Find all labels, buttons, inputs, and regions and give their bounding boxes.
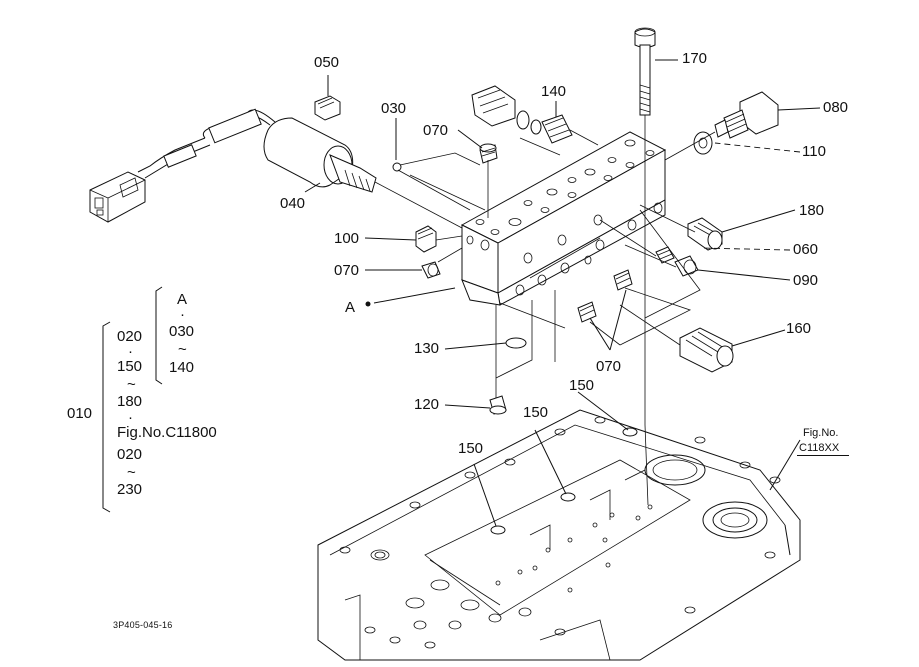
o-ring-icon bbox=[693, 131, 713, 155]
part-label-060: 060 bbox=[793, 241, 819, 258]
part-label-130: 130 bbox=[414, 340, 440, 357]
plug-icon bbox=[415, 225, 441, 279]
fig-ref-underline bbox=[797, 455, 849, 456]
part-label-120: 120 bbox=[414, 396, 440, 413]
drawing-code: 3P405-045-16 bbox=[113, 620, 173, 630]
transmission-case-icon bbox=[317, 409, 801, 661]
part-label-100: 100 bbox=[334, 230, 360, 247]
part-label-050: 050 bbox=[314, 54, 340, 71]
plug-icon bbox=[314, 95, 341, 121]
legend-item: 180 bbox=[117, 393, 143, 410]
part-label-160: 160 bbox=[786, 320, 812, 337]
legend-item: ~ bbox=[127, 464, 136, 481]
part-label-080: 080 bbox=[823, 99, 849, 116]
part-label-170: 170 bbox=[682, 50, 708, 67]
legend-item: 020 bbox=[117, 328, 143, 345]
solenoid-valve-icon bbox=[137, 108, 377, 193]
legend-item: 150 bbox=[117, 358, 143, 375]
legend-item: ~ bbox=[127, 376, 136, 393]
part-label-070-bottom: 070 bbox=[596, 358, 622, 375]
fig-ref-line1: Fig.No. bbox=[803, 427, 839, 439]
plug-icon bbox=[479, 143, 498, 164]
connector-plug-icon bbox=[89, 171, 146, 223]
legend-sub-item: ~ bbox=[178, 341, 187, 358]
valve-body-icon bbox=[460, 131, 667, 306]
part-label-110: 110 bbox=[802, 143, 826, 160]
pressure-switch-icon bbox=[714, 91, 779, 139]
plug-icon bbox=[577, 269, 633, 323]
bolt-icon bbox=[634, 27, 656, 116]
part-label-140: 140 bbox=[541, 83, 567, 100]
part-label-040: 040 bbox=[280, 195, 306, 212]
o-ring-icon bbox=[490, 427, 638, 535]
fig-ref-line2: C118XX bbox=[799, 442, 840, 454]
legend-item: · bbox=[128, 343, 133, 360]
legend-sub-item: 140 bbox=[169, 359, 195, 376]
pressure-switch-icon bbox=[687, 217, 723, 251]
legend-sub-item: 030 bbox=[169, 323, 195, 340]
part-label-A: A bbox=[345, 299, 356, 316]
part-label-150-b: 150 bbox=[523, 404, 549, 421]
part-label-180: 180 bbox=[799, 202, 825, 219]
part-label-030: 030 bbox=[381, 100, 407, 117]
part-label-150-a: 150 bbox=[569, 377, 595, 394]
part-label-070-top: 070 bbox=[423, 122, 449, 139]
o-ring-icon bbox=[505, 337, 527, 349]
leader-lines bbox=[304, 59, 821, 527]
assembly-guide-lines bbox=[374, 115, 716, 506]
pressure-switch-icon bbox=[679, 327, 734, 373]
group-brackets bbox=[102, 286, 163, 513]
legend-item: Fig.No.C11800 bbox=[117, 424, 217, 441]
legend-sub-item: A bbox=[177, 291, 188, 308]
part-label-150-c: 150 bbox=[458, 440, 484, 457]
legend-item: 020 bbox=[117, 446, 143, 463]
legend-sub-item: · bbox=[180, 306, 185, 323]
legend-item: · bbox=[128, 409, 133, 426]
pressure-switch-icon bbox=[471, 85, 573, 144]
part-label-090: 090 bbox=[793, 272, 819, 289]
legend-item: 230 bbox=[117, 481, 143, 498]
plug-icon bbox=[489, 395, 507, 415]
part-label-070-left: 070 bbox=[334, 262, 360, 279]
legend-main-ref: 010 bbox=[67, 405, 93, 422]
